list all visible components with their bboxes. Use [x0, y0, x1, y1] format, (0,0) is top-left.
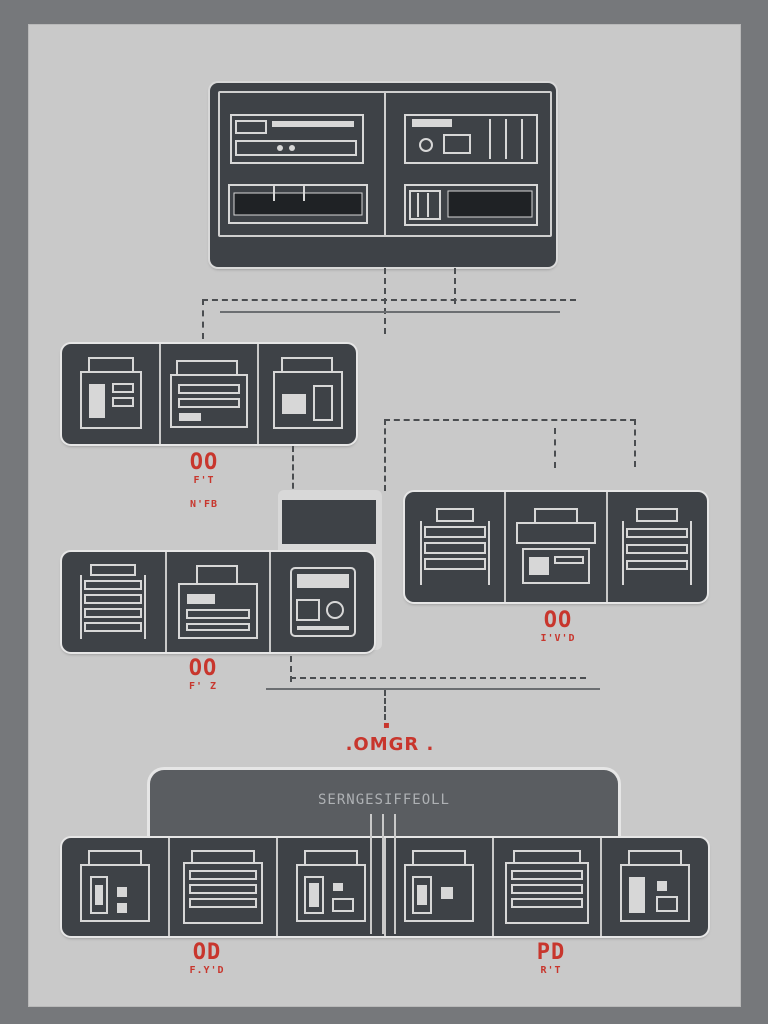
node-right	[405, 492, 707, 602]
node-base	[62, 838, 708, 936]
connector-top-bus	[202, 299, 576, 301]
printer-icon	[178, 565, 258, 639]
label-code: OD	[192, 940, 222, 965]
center-tick: ▪	[383, 720, 391, 731]
label-code: PD	[536, 940, 566, 965]
node-cell	[605, 492, 707, 602]
rack-icon	[622, 508, 693, 585]
connector-center-drop	[384, 690, 386, 720]
node-cell	[600, 838, 708, 936]
label-node-c: OO F' Z	[178, 658, 228, 692]
connector-right-left-drop	[384, 419, 386, 491]
connector-lower-bus	[290, 677, 586, 679]
label-node-a: OO F'T N'FB	[176, 452, 232, 510]
label-node-d: OD F.Y'D	[180, 942, 234, 976]
center-mark-text: .OMGR .	[345, 734, 435, 755]
node-upper-left	[62, 344, 356, 444]
node-cell	[257, 344, 356, 444]
label-sub: R'T	[540, 965, 562, 976]
connector-right-mid-drop	[554, 428, 556, 468]
server-icon	[404, 850, 474, 922]
server-icon	[296, 850, 366, 922]
printer-icon	[170, 360, 248, 428]
rack-unit-icon	[230, 114, 364, 164]
node-cell	[269, 552, 374, 652]
node-cell	[168, 838, 276, 936]
connector-top-left-drop	[202, 299, 204, 339]
server-icon	[80, 357, 143, 429]
connector-block-fill	[282, 500, 376, 544]
label-code: OO	[543, 608, 573, 633]
base-link-right	[394, 814, 396, 934]
label-node-b: OO I'V'D	[530, 610, 586, 644]
printer-icon	[515, 508, 596, 584]
rack-icon	[183, 850, 263, 924]
connector-top-a	[384, 268, 386, 334]
node-lower-left	[62, 552, 374, 652]
label-sub: N'FB	[189, 499, 219, 510]
connector-left-drop	[292, 446, 294, 498]
base-link-left	[370, 814, 372, 934]
node-cell	[384, 838, 492, 936]
rack-icon	[505, 850, 589, 924]
server-icon	[80, 850, 150, 922]
connector-lower-drop	[290, 656, 292, 682]
top-server-panel	[210, 83, 556, 267]
server-icon	[272, 357, 343, 429]
label-sub: F.Y'D	[189, 965, 225, 976]
connector-right-bus	[384, 419, 636, 421]
label-sub: F' Z	[188, 681, 218, 692]
server-icon	[620, 850, 690, 922]
label-node-e: PD R'T	[524, 942, 578, 976]
base-title: SERNGESIFFEOLL	[317, 792, 450, 808]
node-cell	[504, 492, 605, 602]
label-sub: F'T	[193, 475, 215, 486]
storage-icon	[289, 567, 356, 637]
node-cell	[62, 344, 159, 444]
connector-right-right-drop	[634, 419, 636, 467]
center-mark: ▪ .OMGR .	[330, 720, 450, 755]
rack-unit-icon	[228, 184, 368, 224]
node-cell	[62, 552, 165, 652]
label-code: OO	[188, 656, 218, 681]
rack-icon	[419, 508, 490, 585]
rack-icon	[80, 564, 147, 639]
connector-lower-rail	[266, 688, 600, 690]
connector-top-b	[454, 268, 456, 304]
node-cell	[164, 552, 270, 652]
node-cell	[158, 344, 258, 444]
node-cell	[405, 492, 504, 602]
base-panel	[150, 770, 618, 840]
node-cell	[62, 838, 168, 936]
rack-unit-icon	[404, 184, 538, 226]
label-sub: I'V'D	[540, 633, 576, 644]
node-cell	[276, 838, 384, 936]
rack-unit-icon	[404, 114, 538, 164]
node-cell	[492, 838, 600, 936]
top-panel-divider	[384, 91, 386, 237]
connector-top-rail	[220, 311, 560, 313]
base-link-mid	[382, 814, 384, 934]
label-code: OO	[189, 450, 219, 475]
